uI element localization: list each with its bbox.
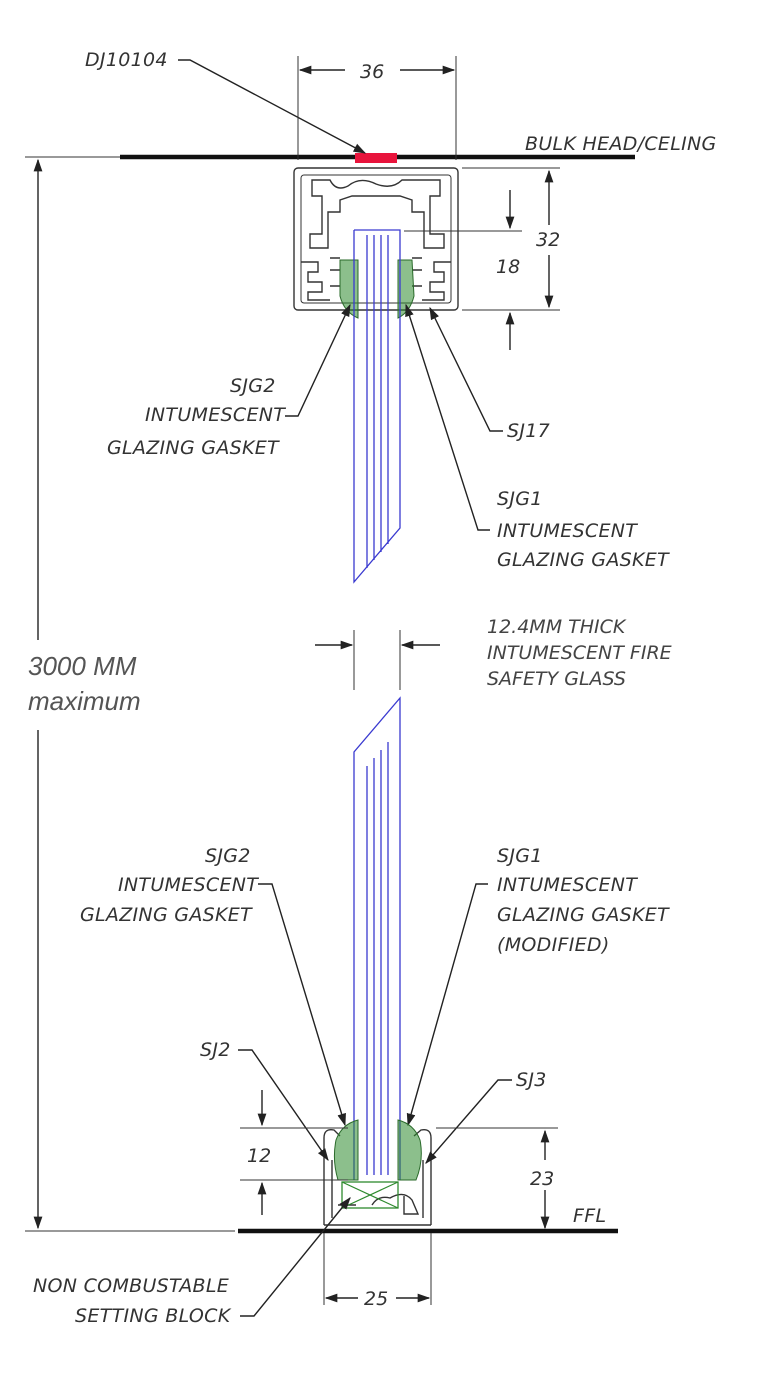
bottom-width-dimension: 25 bbox=[323, 1233, 432, 1310]
top-height-value: 32 bbox=[536, 229, 560, 251]
bottom-height-dimension: 23 bbox=[436, 1127, 558, 1230]
sjg2-top-line3: GLAZING GASKET bbox=[107, 437, 280, 459]
floor-line: FFL bbox=[238, 1205, 618, 1234]
sj2-label: SJ2 bbox=[200, 1039, 231, 1061]
sjg2-bot-line2: INTUMESCENT bbox=[118, 874, 259, 896]
dj10104-callout: DJ10104 bbox=[85, 49, 367, 154]
glass-label-line1: 12.4MM THICK bbox=[487, 616, 627, 638]
sjg1-bot-line2: INTUMESCENT bbox=[497, 874, 638, 896]
glass-pane-upper bbox=[353, 229, 401, 584]
bottom-engagement-value: 12 bbox=[247, 1145, 271, 1167]
bottom-gasket-right bbox=[397, 1119, 422, 1181]
height-label-line1: 3000 MM bbox=[28, 651, 137, 681]
sjg2-top-callout: SJG2 INTUMESCENT GLAZING GASKET bbox=[107, 303, 351, 459]
sjg2-bot-line3: GLAZING GASKET bbox=[80, 904, 253, 926]
sjg1-top-line1: SJG1 bbox=[497, 488, 543, 510]
glass-thickness-dimension: 12.4MM THICK INTUMESCENT FIRE SAFETY GLA… bbox=[315, 616, 672, 690]
bottom-gasket-left bbox=[333, 1119, 359, 1181]
glass-label-line2: INTUMESCENT FIRE bbox=[487, 642, 672, 664]
top-width-value: 36 bbox=[360, 61, 384, 83]
sj17-label: SJ17 bbox=[507, 420, 550, 442]
bottom-width-value: 25 bbox=[364, 1288, 388, 1310]
sj3-label: SJ3 bbox=[516, 1069, 547, 1091]
dj10104-label: DJ10104 bbox=[85, 49, 168, 71]
sjg1-bot-line4: (MODIFIED) bbox=[497, 934, 610, 956]
sj17-callout: SJ17 bbox=[429, 306, 550, 442]
sjg1-bottom-callout: SJG1 INTUMESCENT GLAZING GASKET (MODIFIE… bbox=[406, 845, 670, 1127]
sj2-callout: SJ2 bbox=[200, 1039, 329, 1162]
sjg2-bot-line1: SJG2 bbox=[205, 845, 251, 867]
top-engagement-dimension: 18 bbox=[404, 190, 522, 350]
sjg1-top-line2: INTUMESCENT bbox=[497, 520, 638, 542]
setting-block-line1: NON COMBUSTABLE bbox=[33, 1275, 229, 1297]
bottom-height-value: 23 bbox=[530, 1168, 554, 1190]
bulkhead-label: BULK HEAD/CELING bbox=[525, 133, 717, 155]
setting-block-callout: NON COMBUSTABLE SETTING BLOCK bbox=[33, 1197, 351, 1327]
sjg1-bot-line1: SJG1 bbox=[497, 845, 543, 867]
glass-pane-lower bbox=[353, 696, 401, 1180]
sjg2-bottom-callout: SJG2 INTUMESCENT GLAZING GASKET bbox=[80, 845, 346, 1127]
overall-height-dimension: 3000 MM maximum bbox=[25, 156, 235, 1232]
setting-block bbox=[341, 1181, 399, 1209]
sjg2-top-line1: SJG2 bbox=[230, 375, 276, 397]
sj3-callout: SJ3 bbox=[425, 1069, 547, 1164]
top-width-dimension: 36 bbox=[297, 56, 457, 160]
head-channel-profile bbox=[293, 167, 459, 311]
sill-channel-profile bbox=[323, 1128, 432, 1226]
ffl-label: FFL bbox=[573, 1205, 606, 1227]
top-engagement-value: 18 bbox=[496, 256, 520, 278]
bottom-engagement-dimension: 12 bbox=[240, 1090, 348, 1215]
sjg1-top-callout: SJG1 INTUMESCENT GLAZING GASKET bbox=[405, 303, 670, 571]
sjg1-top-line3: GLAZING GASKET bbox=[497, 549, 670, 571]
sjg1-bot-line3: GLAZING GASKET bbox=[497, 904, 670, 926]
height-label-line2: maximum bbox=[28, 686, 141, 716]
setting-block-line2: SETTING BLOCK bbox=[75, 1305, 232, 1327]
intumescent-strip bbox=[355, 153, 397, 163]
glass-label-line3: SAFETY GLASS bbox=[487, 668, 626, 690]
sjg2-top-line2: INTUMESCENT bbox=[145, 404, 286, 426]
top-height-dimension: 32 bbox=[462, 167, 560, 311]
bulkhead-ceiling: BULK HEAD/CELING bbox=[120, 133, 717, 163]
